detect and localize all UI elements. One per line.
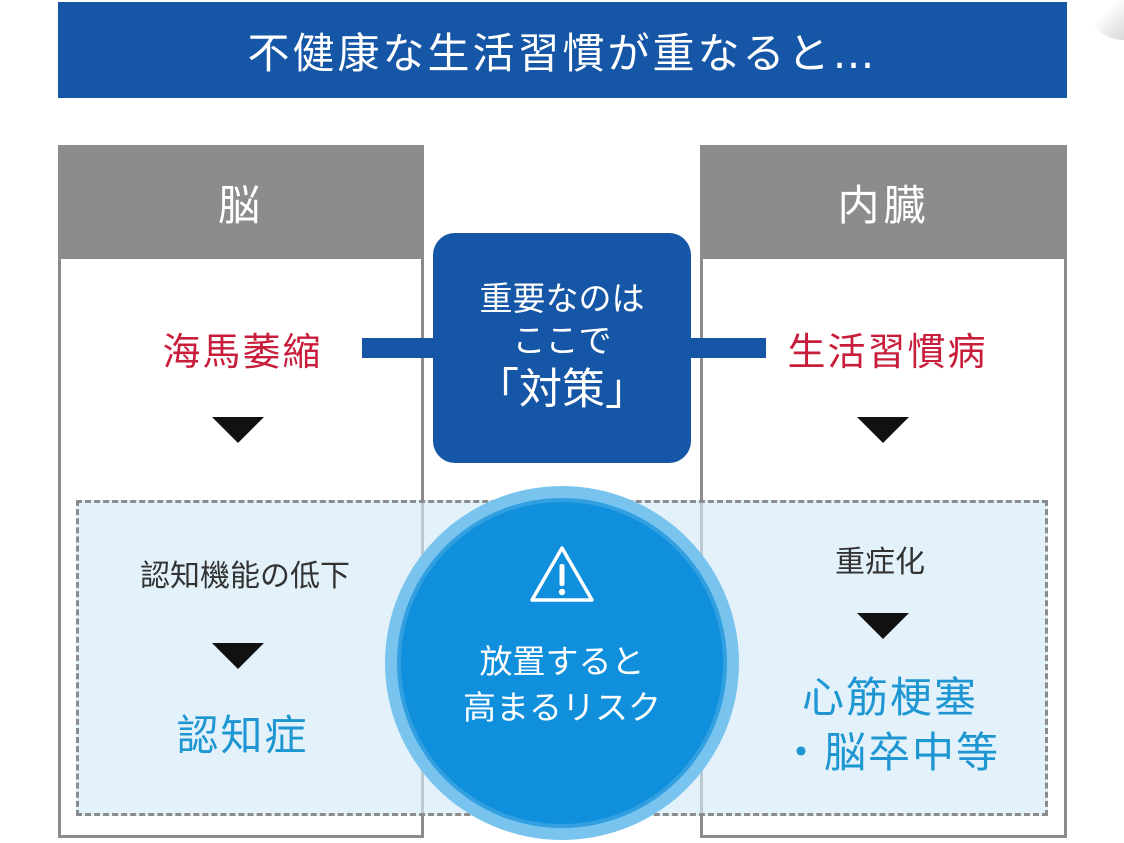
left-effect-text: 認知機能の低下 [140,559,350,594]
page-corner-shade [1084,0,1124,40]
title-banner: 不健康な生活習慣が重なると… [58,2,1067,98]
left-outcome: 認知症 [100,705,385,767]
right-column-header: 内臓 [700,145,1067,259]
countermeasure-line-2: ここで [512,321,612,361]
right-arrow-down-2 [857,613,909,639]
right-cause-text: 生活習慣病 [787,329,988,374]
right-outcome-line-1: 心筋梗塞 [801,673,978,723]
left-header-text: 脳 [217,180,264,230]
countermeasure-line-3: 「対策」 [476,364,648,415]
left-arrow-down-1 [212,417,264,443]
right-arrow-down-1 [857,417,909,443]
left-arrow-down-2 [212,643,264,669]
left-outcome-text: 認知症 [176,710,309,760]
left-column-header: 脳 [58,145,424,259]
right-outcome: 心筋梗塞 ・脳卒中等 [760,664,1020,788]
countermeasure-box: 重要なのは ここで 「対策」 [433,233,691,463]
warning-triangle-icon [530,546,594,602]
left-cause: 海馬萎縮 [100,320,385,376]
title-text: 不健康な生活習慣が重なると… [247,28,878,78]
risk-line-1: 放置すると [479,642,645,682]
risk-text: 放置すると 高まるリスク [397,630,727,740]
right-effect-text: 重症化 [835,545,925,580]
right-effect: 重症化 [780,536,980,582]
right-outcome-line-2: ・脳卒中等 [779,728,1000,777]
left-cause-text: 海馬萎縮 [162,329,323,374]
right-connector [686,338,766,358]
right-header-text: 内臓 [837,180,930,230]
risk-line-2: 高まるリスク [463,688,661,727]
risk-circle [397,498,727,828]
right-cause: 生活習慣病 [755,320,1020,376]
left-effect: 認知機能の低下 [80,550,410,596]
left-connector [362,338,440,358]
countermeasure-line-1: 重要なのは [479,279,645,319]
